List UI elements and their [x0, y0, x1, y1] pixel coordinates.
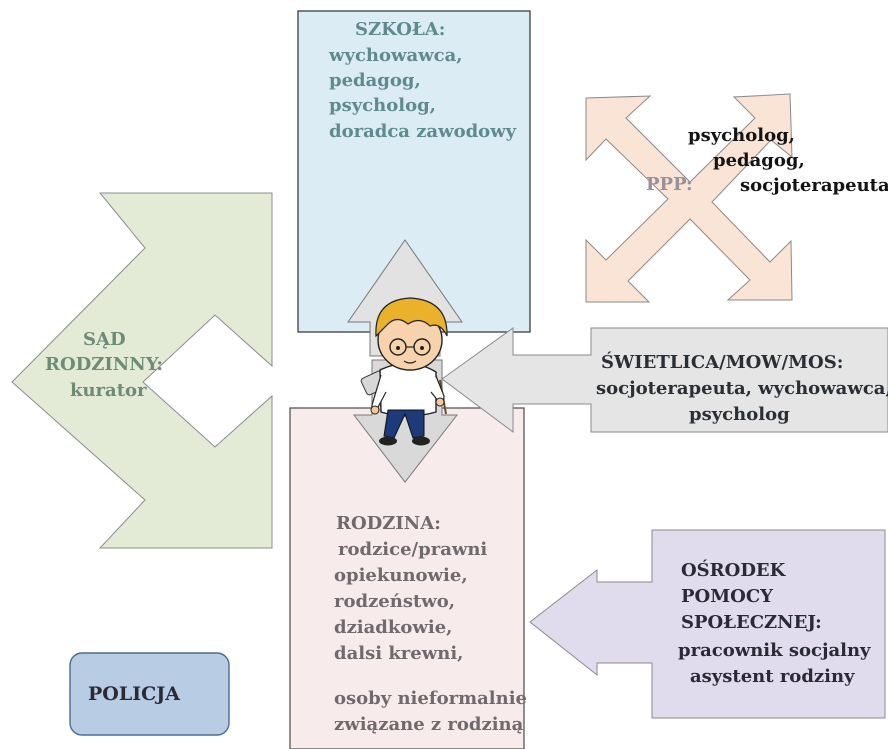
szkola-item-psycholog: psycholog, — [329, 95, 436, 116]
ppp-arrow — [585, 93, 793, 303]
policja-box — [69, 652, 230, 736]
ppp-item-psycholog: psycholog, — [688, 125, 795, 146]
sad-title-line2: RODZINNY: — [45, 354, 163, 375]
ops-title-line1: OŚRODEK — [681, 560, 786, 581]
ops-item-pracownik: pracownik socjalny — [678, 640, 871, 661]
ops-arrow — [529, 529, 886, 719]
swietlica-title: ŚWIETLICA/MOW/MOS: — [601, 352, 844, 373]
swietlica-line2: socjoterapeuta, wychowawca, — [596, 378, 888, 399]
swietlica-arrow — [441, 327, 888, 433]
child-figure — [360, 297, 448, 446]
rodzina-extra-line2: związane z rodziną — [334, 714, 524, 735]
szkola-item-pedagog: pedagog, — [329, 70, 421, 91]
policja-label: POLICJA — [88, 683, 180, 705]
ops-title-line3: SPOŁECZNEJ: — [681, 612, 822, 633]
ppp-item-socjoterapeuta: socjoterapeuta — [740, 175, 888, 196]
rodzina-item-rodzice: rodzice/prawni — [338, 539, 488, 560]
swietlica-line3: psycholog — [689, 404, 790, 425]
rodzina-item-opiekunowie: opiekunowie, — [334, 565, 468, 586]
szkola-item-wychowawca: wychowawca, — [329, 45, 463, 66]
sad-title-line1: SĄD — [83, 329, 126, 350]
sad-item-kurator: kurator — [70, 380, 147, 401]
szkola-item-doradca: doradca zawodowy — [329, 121, 517, 142]
sad-arrow — [11, 192, 273, 549]
rodzina-item-dziadkowie: dziadkowie, — [334, 617, 453, 638]
rodzina-item-krewni: dalsi krewni, — [334, 643, 464, 664]
rodzina-item-rodzenstwo: rodzeństwo, — [334, 591, 456, 612]
rodzina-title: RODZINA: — [336, 513, 441, 534]
ppp-item-pedagog: pedagog, — [713, 150, 805, 171]
ppp-label: PPP: — [646, 174, 693, 195]
szkola-title: SZKOŁA: — [355, 19, 446, 40]
ops-title-line2: POMOCY — [681, 586, 773, 607]
rodzina-extra-line1: osoby nieformalnie — [334, 688, 527, 709]
ops-item-asystent: asystent rodziny — [690, 666, 855, 687]
